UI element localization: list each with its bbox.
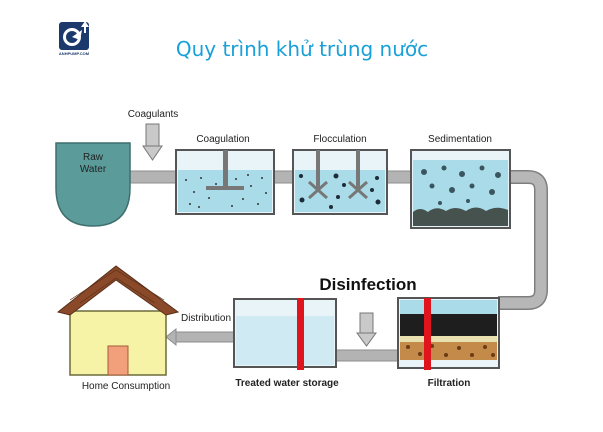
disinfection-label: Disinfection [319, 275, 416, 294]
distribution-label: Distribution [181, 313, 231, 324]
treated-water-storage-label: Treated water storage [235, 378, 339, 389]
treated-water-storage-tank: Treated water storage [233, 298, 339, 389]
raw-water-label-line2: Water [80, 164, 107, 175]
page-title: Quy trình khử trùng nước [176, 37, 428, 61]
raw-water-reservoir: Raw Water [55, 142, 131, 227]
coagulation-tank: Coagulation [175, 134, 275, 215]
logo-text: ANHPUMP.COM [59, 51, 90, 56]
coagulants-label: Coagulants [128, 109, 179, 120]
pipes [125, 170, 548, 362]
logo-icon: ANHPUMP.COM [59, 21, 90, 56]
house-icon: Home Consumption [56, 265, 180, 392]
down-arrow-icon [142, 123, 163, 161]
mixer-icon [206, 150, 244, 190]
disinfection-bar [424, 298, 431, 370]
home-consumption-label: Home Consumption [82, 381, 170, 392]
filtration-label: Filtration [428, 378, 471, 389]
flocculation-tank: Flocculation [292, 134, 388, 215]
flocculation-label: Flocculation [313, 134, 366, 145]
disinfection-bar [297, 298, 304, 370]
coagulation-label: Coagulation [196, 134, 249, 145]
sedimentation-tank: Sedimentation [410, 134, 511, 229]
sedimentation-label: Sedimentation [428, 134, 492, 145]
down-arrow-icon [356, 312, 377, 347]
filtration-tank: Filtration [397, 297, 500, 389]
raw-water-label-line1: Raw [83, 152, 104, 163]
